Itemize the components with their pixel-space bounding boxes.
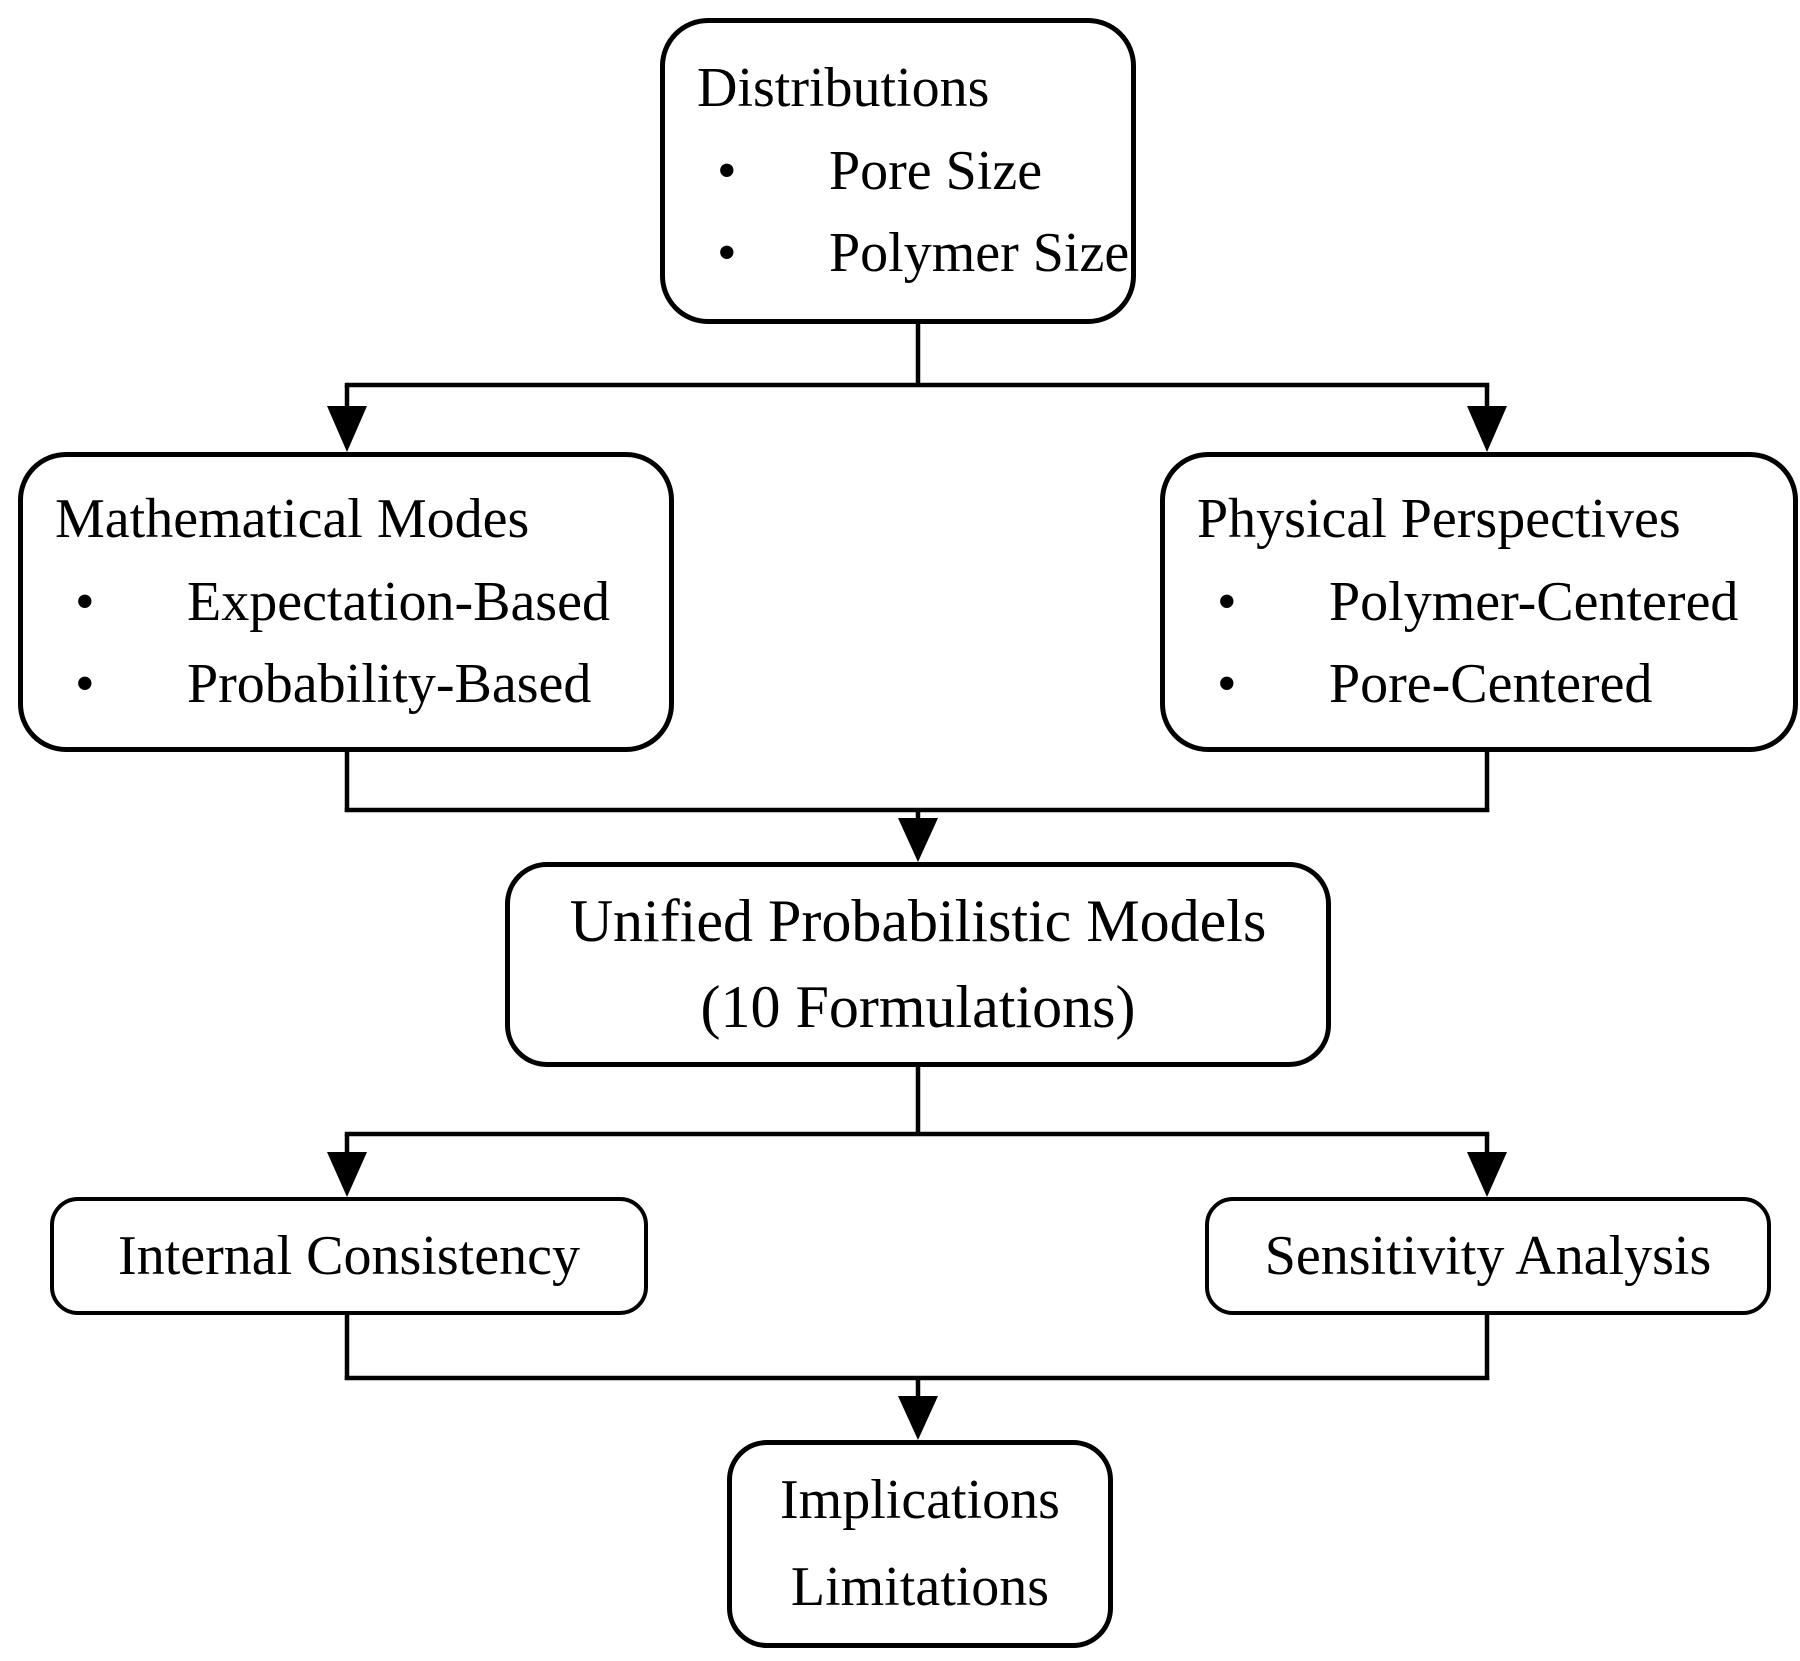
- arrowhead-into-mathematical: [327, 406, 367, 452]
- arrowhead-into-sensitivity-analysis: [1467, 1152, 1507, 1197]
- node-mathematical-modes: Mathematical Modes • Expectation-Based •…: [18, 452, 674, 752]
- node-unified-title-line1: Unified Probabilistic Models: [569, 888, 1267, 955]
- bullet-label: Polymer Size: [829, 222, 1130, 285]
- bullet-row: • Pore Size: [665, 130, 1131, 213]
- bullet-label: Polymer-Centered: [1329, 570, 1739, 633]
- bullet-icon: •: [1217, 570, 1237, 633]
- arrowhead-into-implications: [898, 1396, 938, 1440]
- node-implications-limitations: Implications Limitations: [727, 1440, 1113, 1648]
- node-mathematical-modes-title: Mathematical Modes: [55, 487, 530, 550]
- bullet-icon: •: [75, 570, 95, 633]
- bullet-label: Probability-Based: [187, 653, 592, 716]
- node-physical-perspectives-title: Physical Perspectives: [1197, 487, 1681, 550]
- node-unified-title-line2: (10 Formulations): [700, 973, 1136, 1040]
- node-internal-consistency: Internal Consistency: [50, 1197, 648, 1315]
- node-internal-consistency-title: Internal Consistency: [118, 1224, 580, 1287]
- bullet-icon: •: [717, 222, 737, 285]
- node-distributions-title: Distributions: [697, 56, 990, 119]
- bullet-icon: •: [75, 653, 95, 716]
- bullet-label: Expectation-Based: [187, 570, 610, 633]
- node-distributions: Distributions • Pore Size • Polymer Size: [660, 18, 1136, 324]
- bullet-label: Pore-Centered: [1329, 653, 1653, 716]
- bullet-row: • Pore-Centered: [1165, 643, 1793, 726]
- bullet-row: • Expectation-Based: [23, 561, 669, 644]
- arrowhead-into-internal-consistency: [327, 1152, 367, 1197]
- bullet-icon: •: [717, 139, 737, 202]
- node-implications-line1: Implications: [780, 1469, 1060, 1532]
- bullet-row: • Probability-Based: [23, 643, 669, 726]
- node-sensitivity-analysis-title: Sensitivity Analysis: [1264, 1224, 1712, 1287]
- bullet-row: • Polymer-Centered: [1165, 561, 1793, 644]
- bullet-label: Pore Size: [829, 139, 1043, 202]
- arrowhead-into-unified: [898, 818, 938, 862]
- node-physical-perspectives: Physical Perspectives • Polymer-Centered…: [1160, 452, 1798, 752]
- node-sensitivity-analysis: Sensitivity Analysis: [1205, 1197, 1771, 1315]
- arrowhead-into-physical: [1467, 406, 1507, 452]
- bullet-icon: •: [1217, 653, 1237, 716]
- node-implications-line2: Limitations: [790, 1556, 1050, 1618]
- node-unified-probabilistic-models: Unified Probabilistic Models (10 Formula…: [505, 862, 1331, 1067]
- bullet-row: • Polymer Size: [665, 212, 1131, 295]
